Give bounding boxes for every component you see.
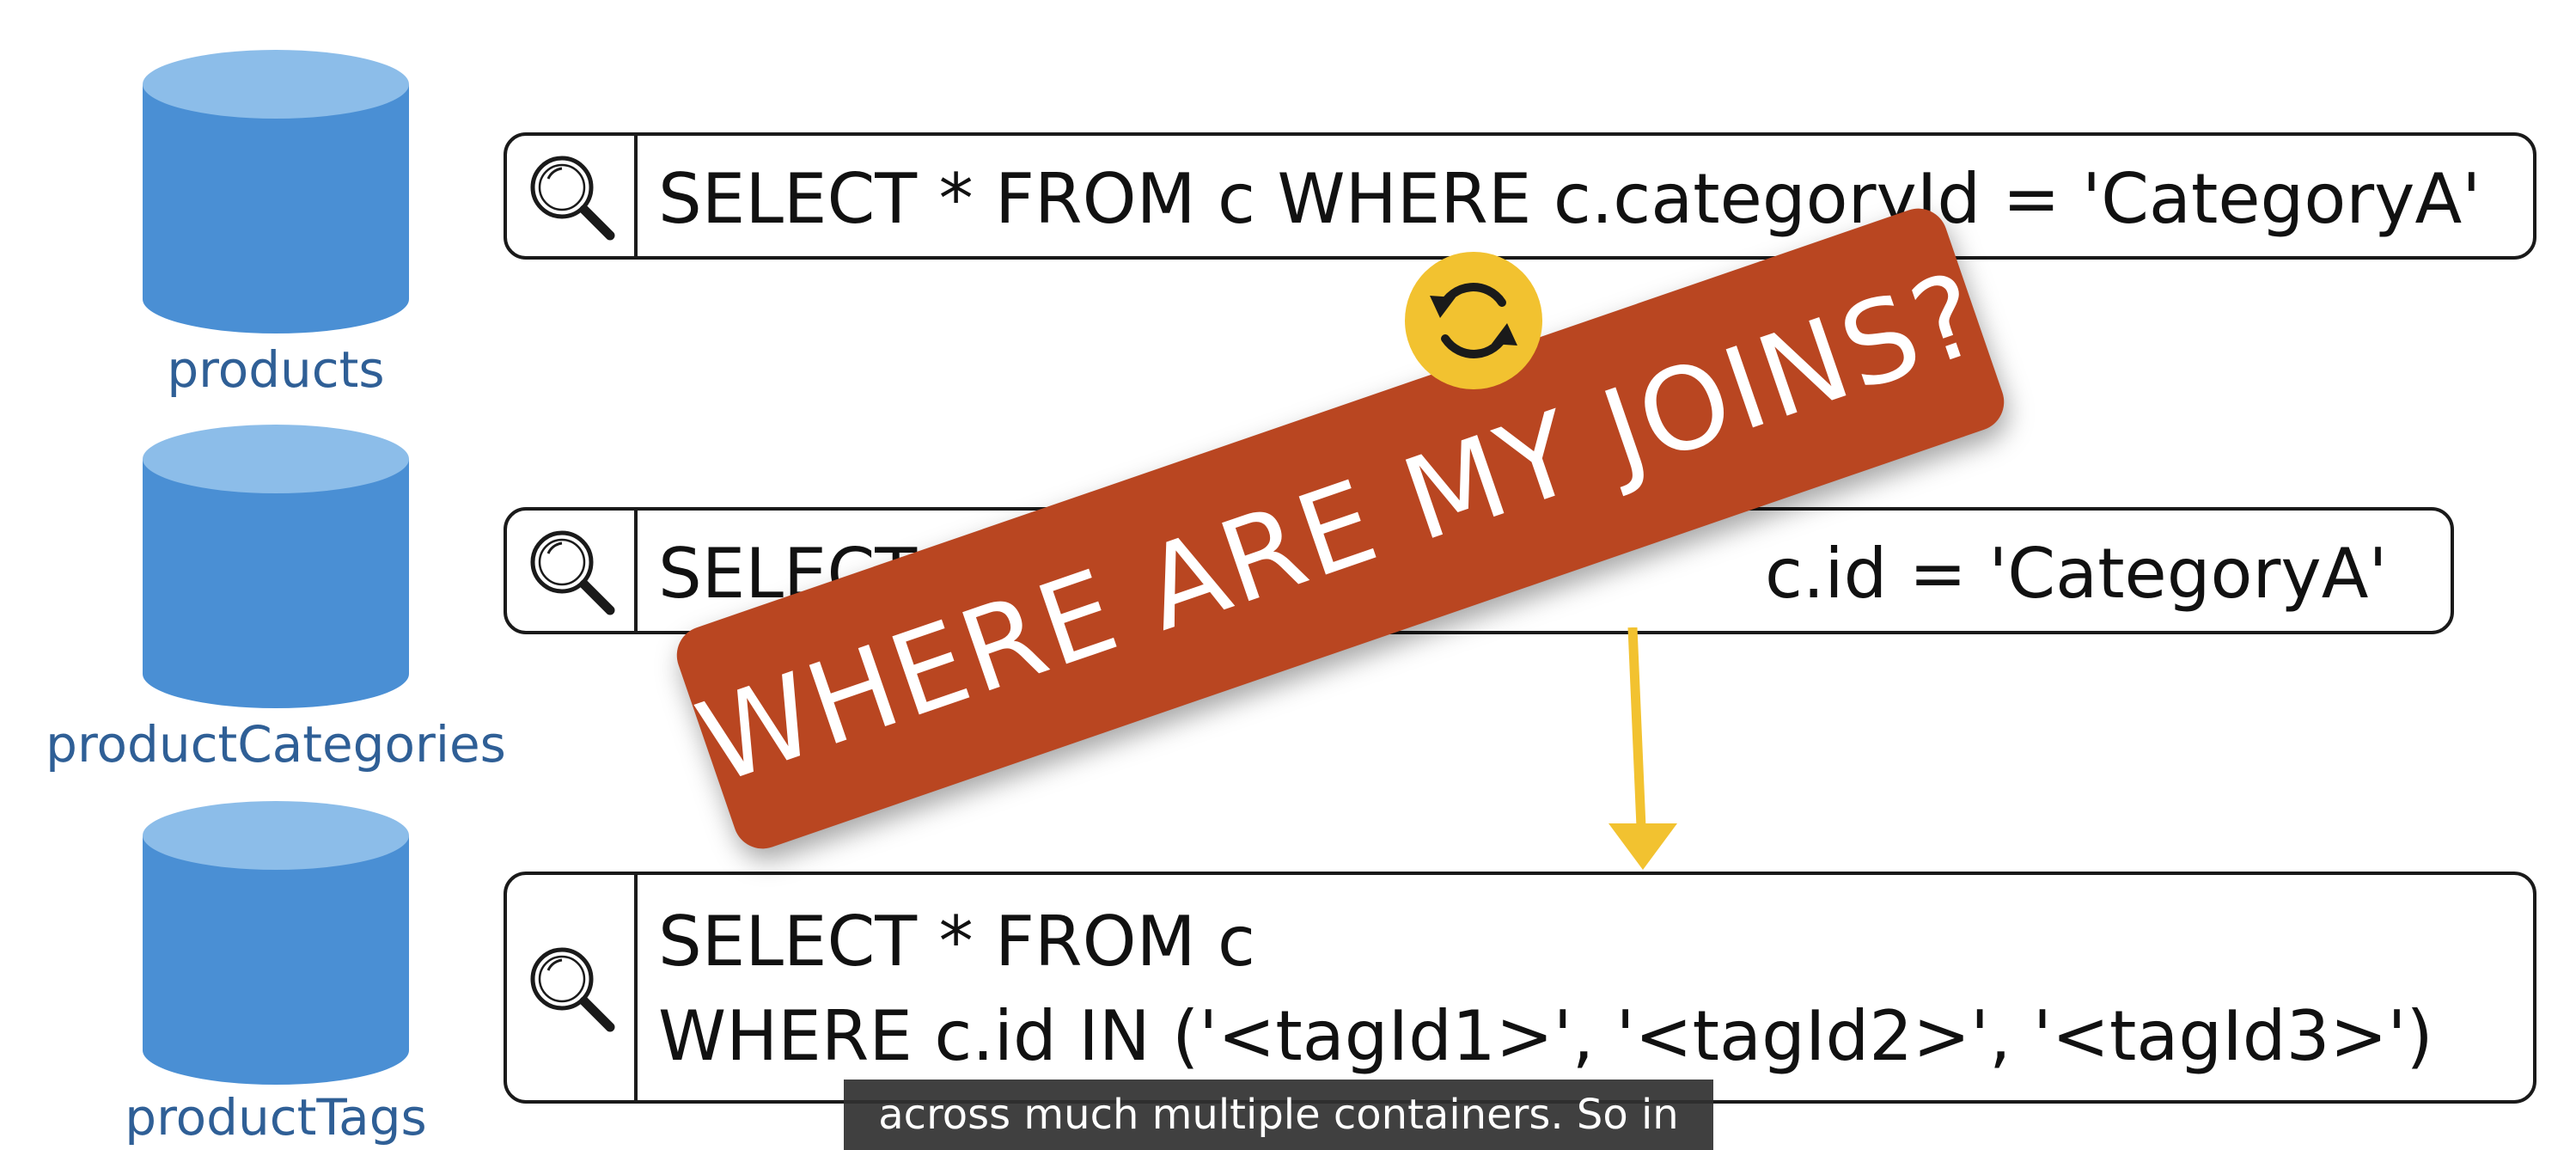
container-label-productcategories: productCategories: [46, 715, 506, 774]
container-label-products: products: [167, 340, 385, 399]
search-icon: [507, 511, 638, 631]
query-text-3-line2: WHERE c.id IN ('<tagId1>', '<tagId2>', '…: [658, 996, 2433, 1076]
query-text-2-right: c.id = 'CategoryA': [1765, 534, 2388, 614]
search-icon: [507, 136, 638, 256]
database-products-icon: [143, 50, 409, 333]
subtitle-caption: across much multiple containers. So in: [844, 1080, 1713, 1150]
search-icon: [507, 875, 638, 1100]
database-producttags-icon: [143, 801, 409, 1085]
container-label-producttags: productTags: [125, 1088, 427, 1147]
arrow-down-icon: [1608, 627, 1677, 870]
refresh-icon: [1405, 252, 1542, 389]
query-text-3-line1: SELECT * FROM c: [658, 902, 1256, 982]
database-productcategories-icon: [143, 425, 409, 708]
query-text-1: SELECT * FROM c WHERE c.categoryId = 'Ca…: [658, 159, 2481, 239]
query-box-3: SELECT * FROM c WHERE c.id IN ('<tagId1>…: [504, 872, 2536, 1104]
query-box-1: SELECT * FROM c WHERE c.categoryId = 'Ca…: [504, 132, 2536, 260]
